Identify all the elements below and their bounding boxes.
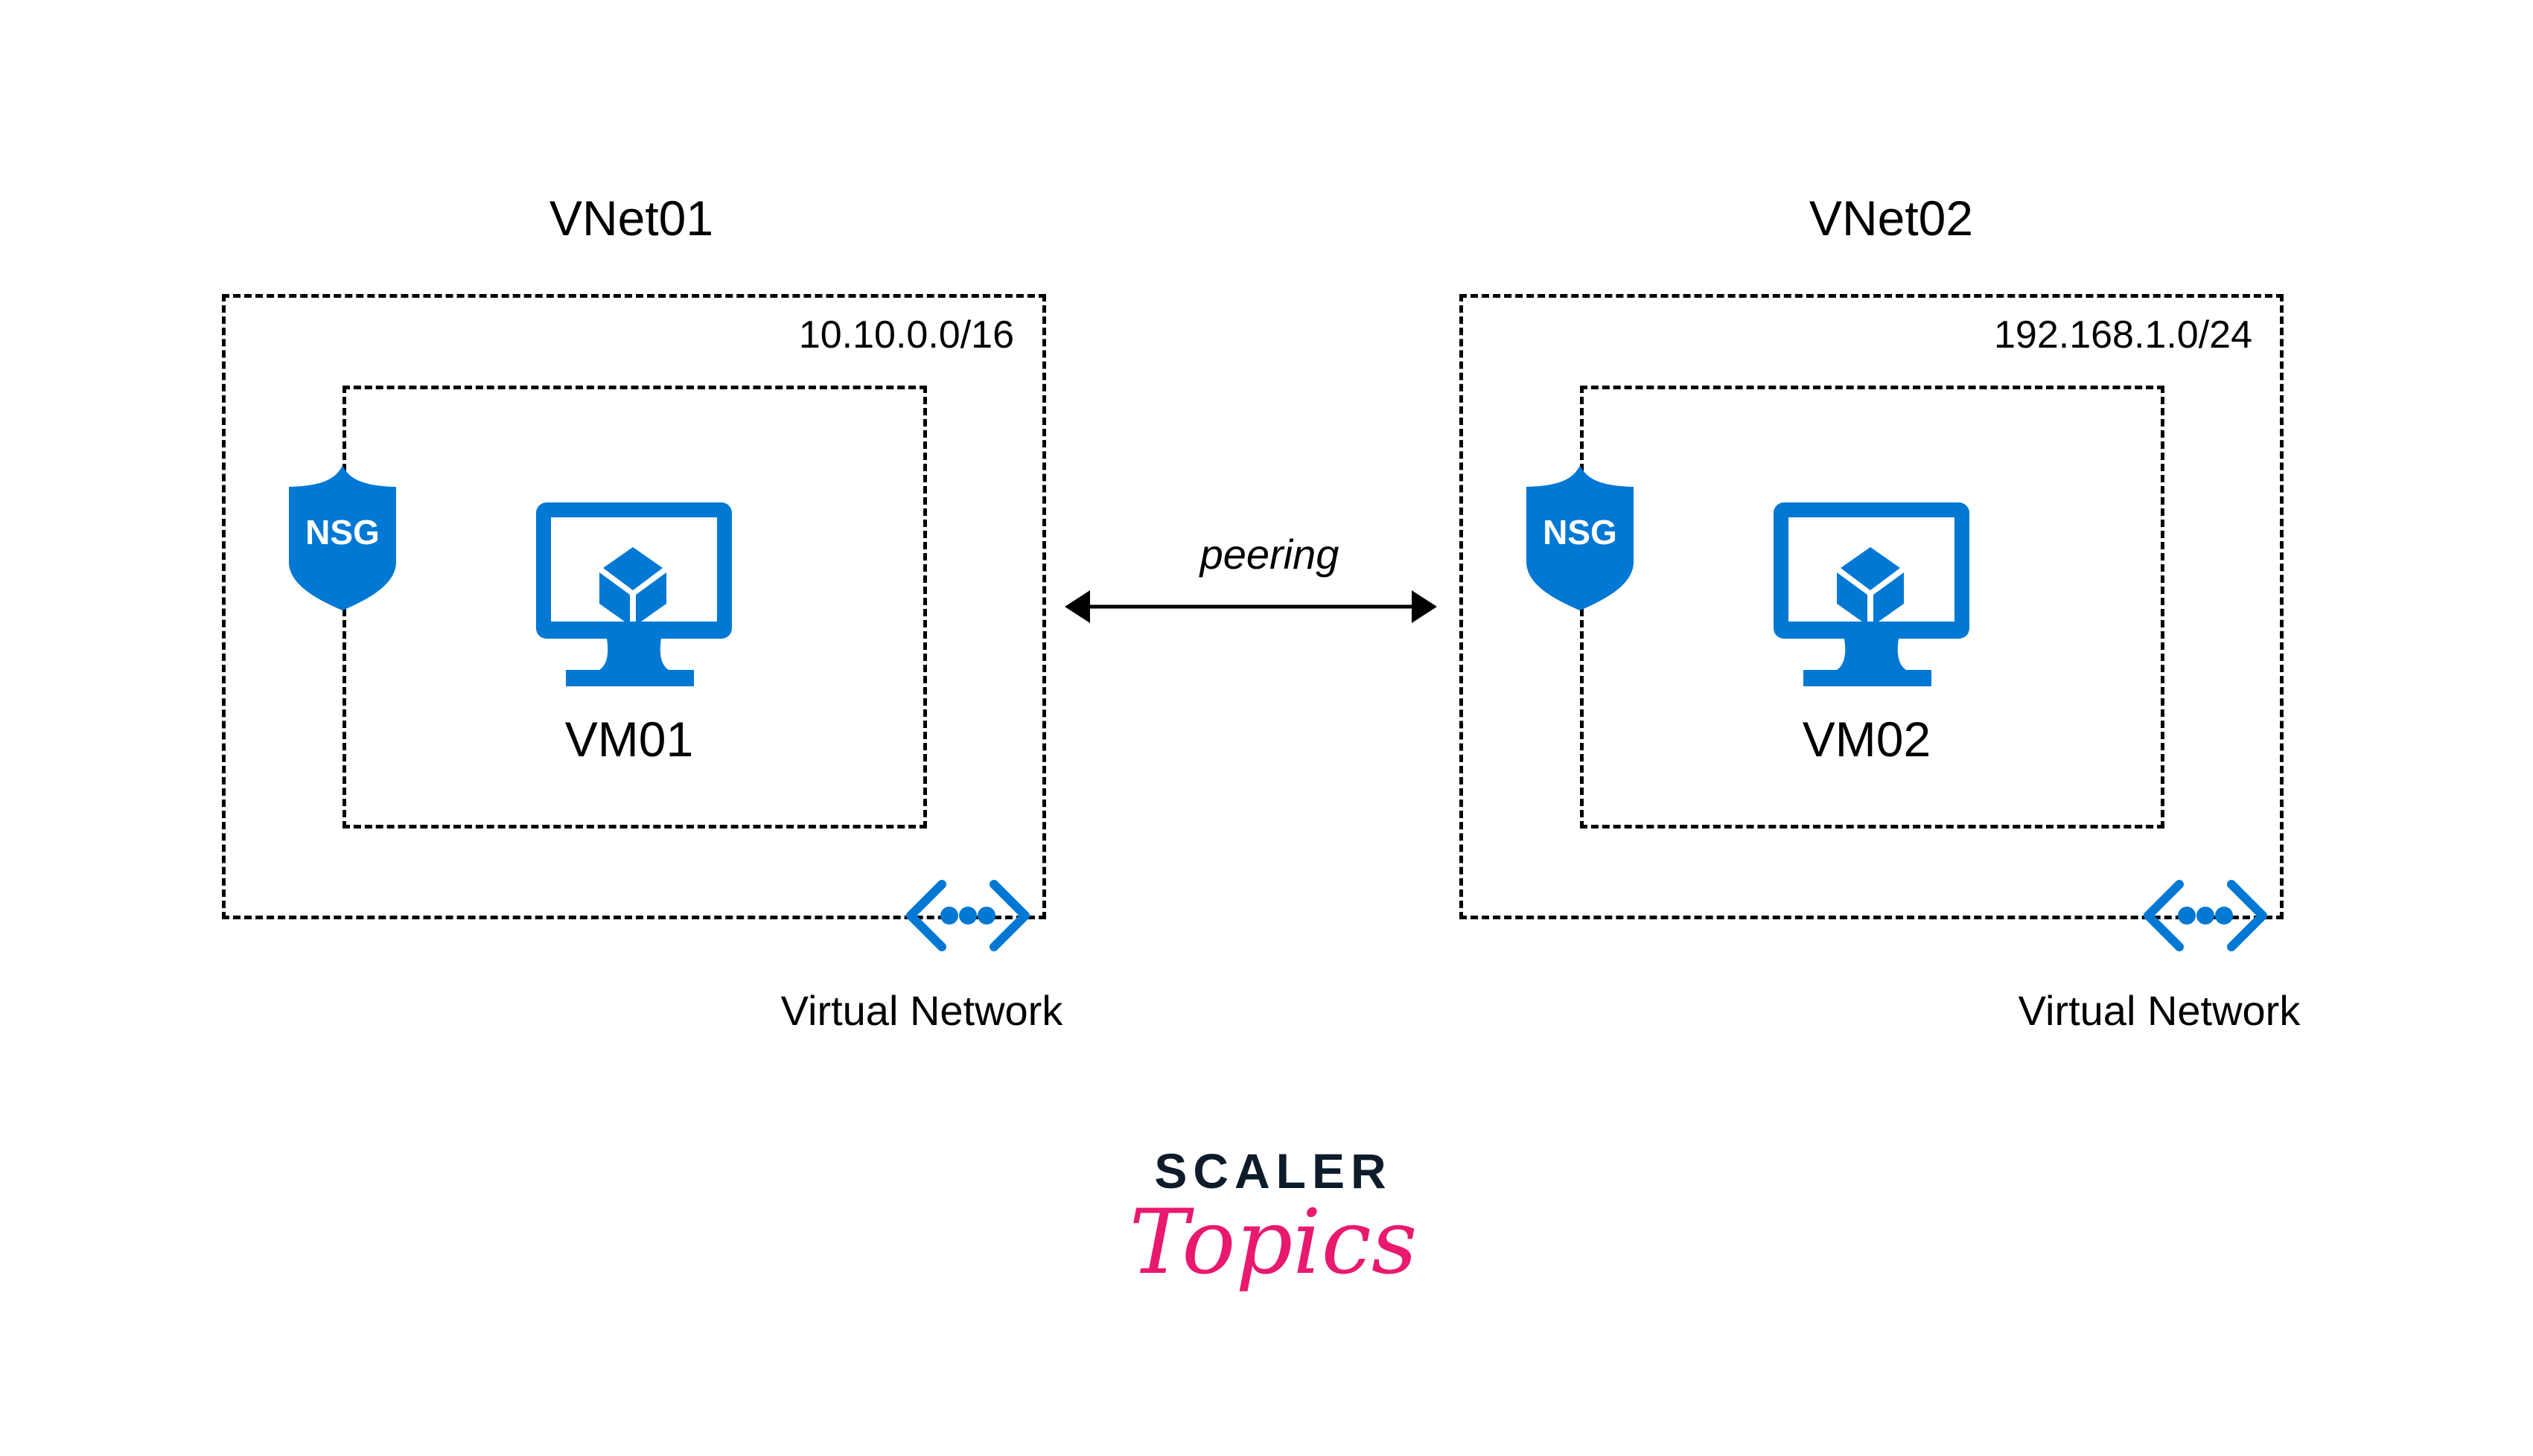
logo-scaler-text: SCALER: [1154, 1143, 1392, 1198]
peering-label: peering: [1199, 531, 1339, 578]
vnet02-address-space: 192.168.1.0/24: [1994, 313, 2252, 357]
bidirectional-arrow-icon: [1065, 590, 1437, 623]
vnet02-title: VNet02: [1809, 191, 1974, 246]
vm02-label: VM02: [1802, 712, 1931, 767]
nsg-shield-icon: [1526, 465, 1634, 610]
nsg-shield-icon: [289, 465, 396, 610]
nsg-label: NSG: [305, 513, 380, 552]
virtual-machine-icon: [1774, 502, 1969, 686]
virtual-network-icon: [2144, 880, 2267, 951]
vnet01-address-space: 10.10.0.0/16: [798, 313, 1014, 357]
vm01-label: VM01: [564, 712, 694, 767]
vnet01-title: VNet01: [549, 191, 714, 246]
vnet01-boundary: [222, 294, 1046, 919]
nsg-label: NSG: [1543, 513, 1617, 552]
vnet02-boundary: [1459, 294, 2284, 919]
vnet01-network-label: Virtual Network: [780, 987, 1063, 1034]
virtual-machine-icon: [536, 502, 732, 686]
virtual-network-icon: [906, 880, 1030, 951]
vnet02-network-label: Virtual Network: [2018, 987, 2301, 1034]
logo-topics-text: Topics: [1129, 1191, 1418, 1294]
